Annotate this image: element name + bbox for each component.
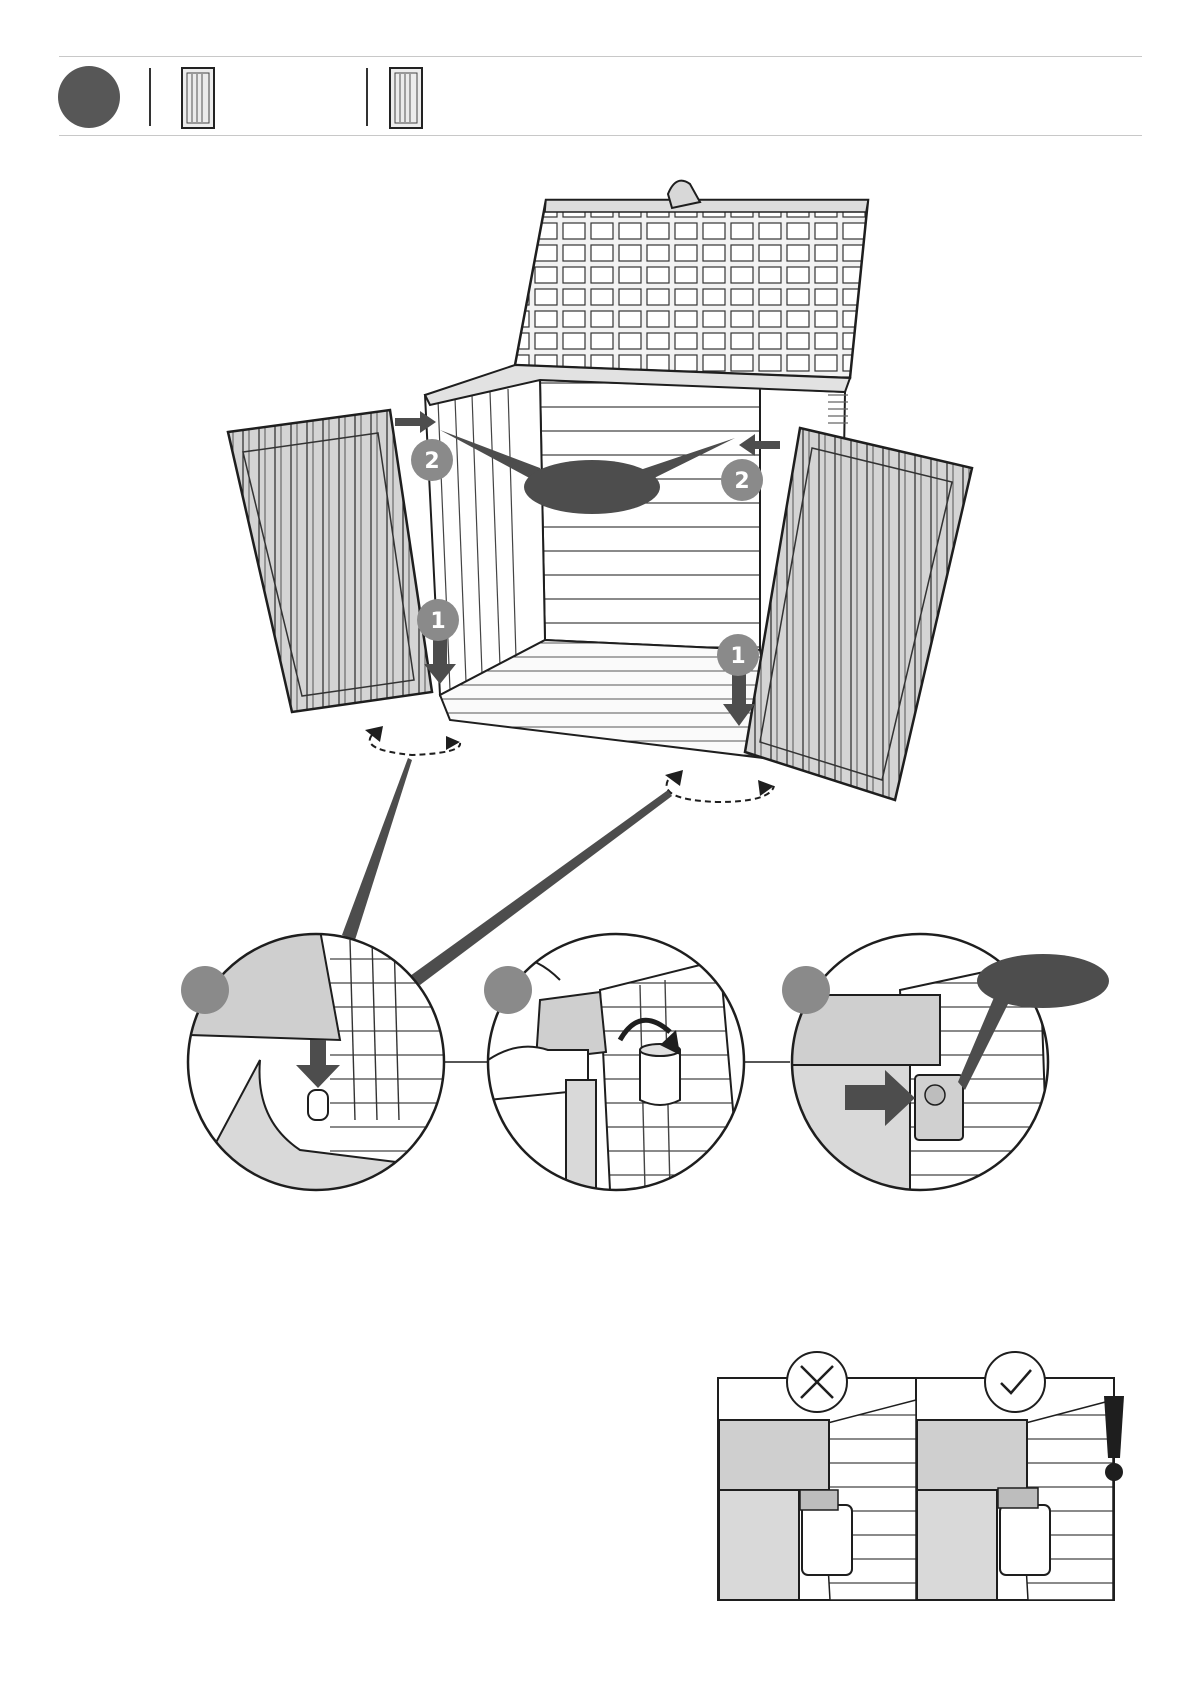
comparison-panels <box>718 1352 1124 1600</box>
left-door <box>228 410 432 712</box>
check-icon <box>985 1352 1045 1412</box>
correct-example <box>917 1400 1113 1600</box>
svg-text:1: 1 <box>430 609 445 634</box>
step-marker: 2 <box>411 439 453 481</box>
step-marker: 1 <box>717 634 759 676</box>
hinge-rotate-detail <box>484 934 744 1190</box>
exclamation-icon <box>1104 1396 1124 1481</box>
step-marker: 2 <box>721 459 763 501</box>
svg-text:2: 2 <box>424 449 439 474</box>
svg-text:1: 1 <box>730 644 745 669</box>
wrong-example <box>719 1400 916 1600</box>
step-marker: 1 <box>417 599 459 641</box>
cross-icon <box>787 1352 847 1412</box>
svg-text:2: 2 <box>734 469 749 494</box>
open-lid <box>515 181 868 378</box>
